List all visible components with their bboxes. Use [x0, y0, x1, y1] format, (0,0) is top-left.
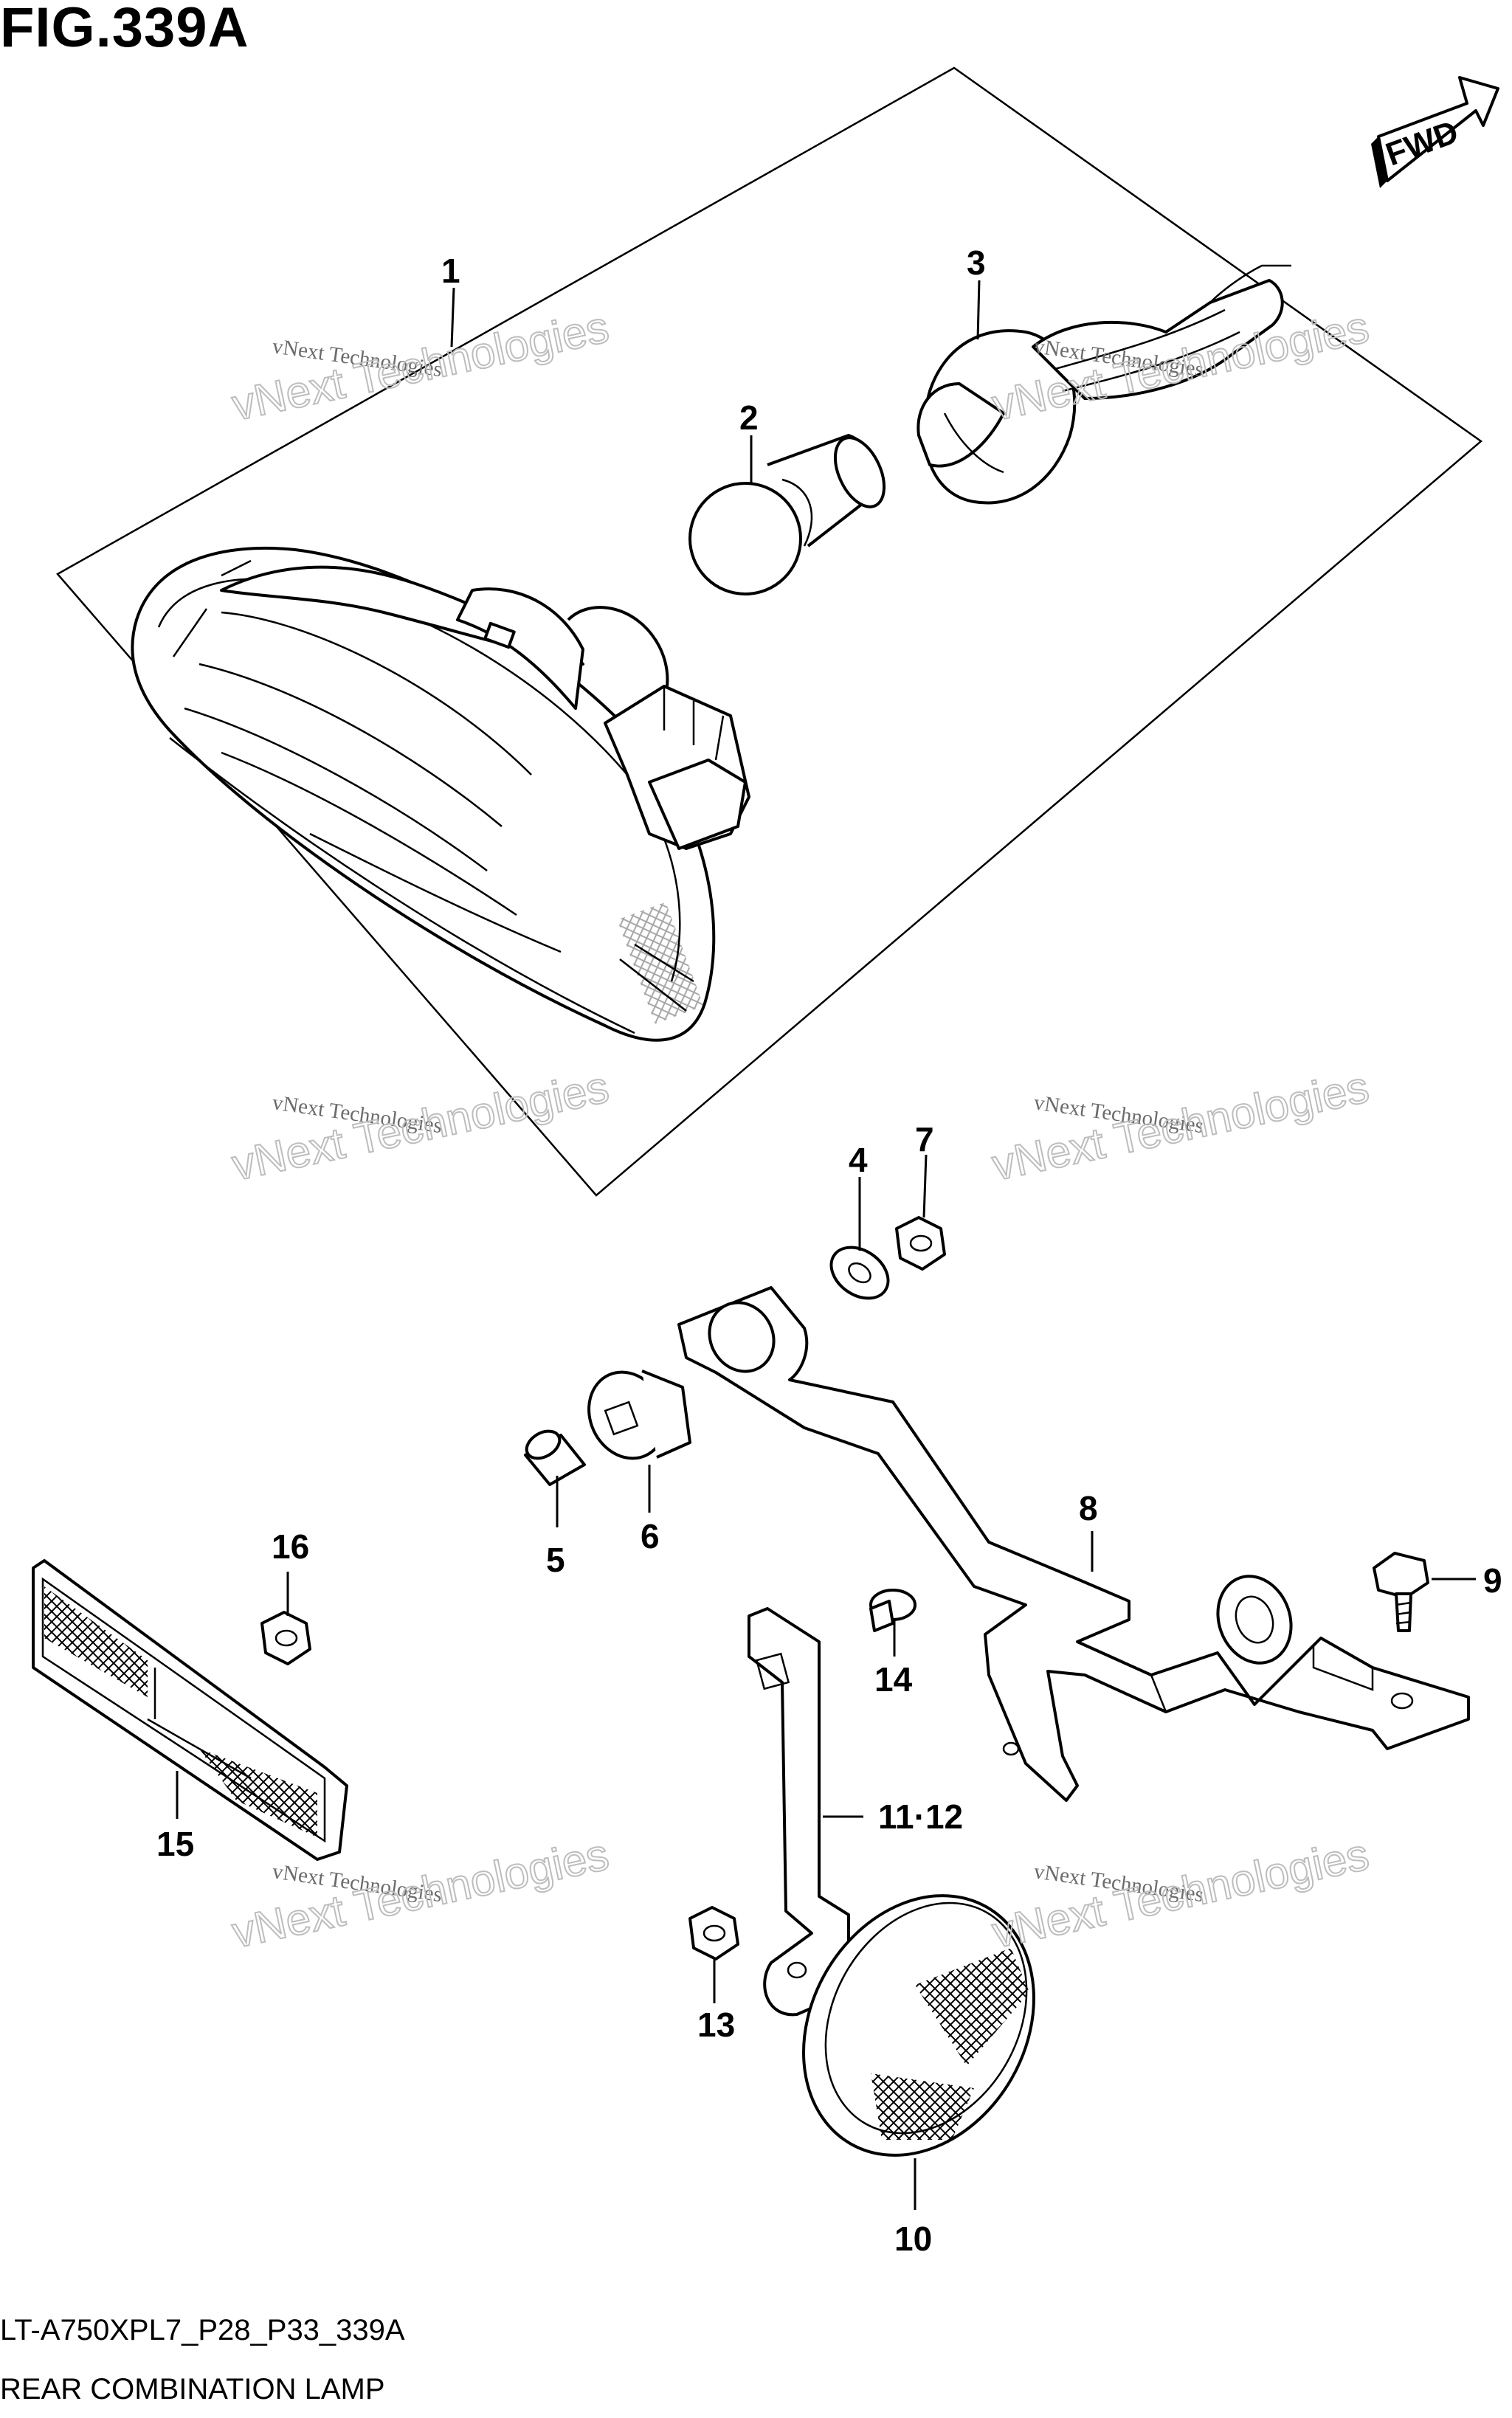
fwd-arrow-icon: FWD [1371, 76, 1499, 188]
callout-11-12: 11·12 [878, 1797, 963, 1836]
watermark-text: vNext Technologies [988, 1829, 1373, 1957]
screw-14 [869, 1589, 916, 1632]
grommet [587, 1369, 691, 1460]
callout-6: 6 [641, 1517, 660, 1555]
spacer-collar [524, 1429, 586, 1486]
figure-title: FIG.339A [0, 0, 249, 59]
diagram-name: REAR COMBINATION LAMP [0, 2373, 385, 2405]
callout-3: 3 [967, 243, 986, 282]
callout-13: 13 [697, 2006, 735, 2044]
rectangular-reflector [32, 1559, 348, 1861]
bulb [688, 434, 886, 595]
callout-16: 16 [272, 1527, 309, 1566]
watermark-text: vNext Technologies [988, 1062, 1373, 1189]
callout-8: 8 [1079, 1489, 1098, 1527]
callout-4: 4 [849, 1141, 868, 1179]
callout-7: 7 [915, 1120, 934, 1158]
callout-14: 14 [874, 1660, 913, 1699]
callout-1: 1 [441, 252, 460, 290]
callout-10: 10 [894, 2220, 932, 2258]
bolt-9 [1373, 1552, 1429, 1632]
callout-2: 2 [739, 398, 759, 437]
callout-15: 15 [156, 1825, 194, 1863]
diagram-code: LT-A750XPL7_P28_P33_339A [0, 2314, 405, 2346]
watermark-text: vNext Technologies [228, 1062, 613, 1189]
assembly-box-outline [56, 66, 1483, 1197]
leader-lines [176, 280, 1476, 2210]
callout-5: 5 [546, 1541, 565, 1579]
watermark-text: vNext Technologies [228, 302, 613, 429]
lamp-bracket [677, 1286, 1470, 1802]
washer [829, 1246, 890, 1300]
round-reflector [802, 1894, 1035, 2157]
nut-16 [260, 1611, 311, 1665]
tail-lamp-housing [131, 546, 750, 1042]
bulb-socket [916, 264, 1291, 505]
reflector-bracket [748, 1607, 850, 2017]
nut-7 [895, 1216, 946, 1271]
watermark-text: vNext Technologies [228, 1829, 613, 1957]
nut-13 [688, 1906, 739, 1961]
callout-9: 9 [1483, 1561, 1502, 1600]
